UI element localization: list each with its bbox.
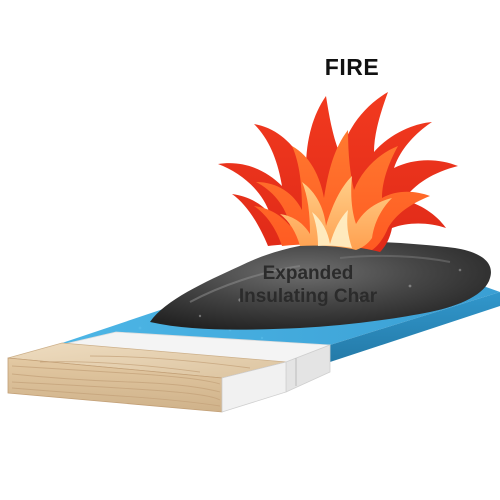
fire-flame-inner bbox=[280, 176, 392, 250]
fire-label: FIRE bbox=[324, 54, 380, 80]
insulating-char-mass bbox=[150, 241, 491, 330]
coating-layer-side bbox=[330, 292, 500, 362]
wood-grain bbox=[11, 355, 251, 407]
char-label: Expanded Insulating Char bbox=[218, 262, 398, 308]
wood-substrate-end bbox=[221, 361, 287, 413]
char-texture bbox=[189, 254, 462, 318]
char-label-line1: Expanded bbox=[262, 263, 354, 284]
fire-flame-core bbox=[312, 210, 352, 248]
char-label-line2: Insulating Char bbox=[238, 286, 378, 307]
